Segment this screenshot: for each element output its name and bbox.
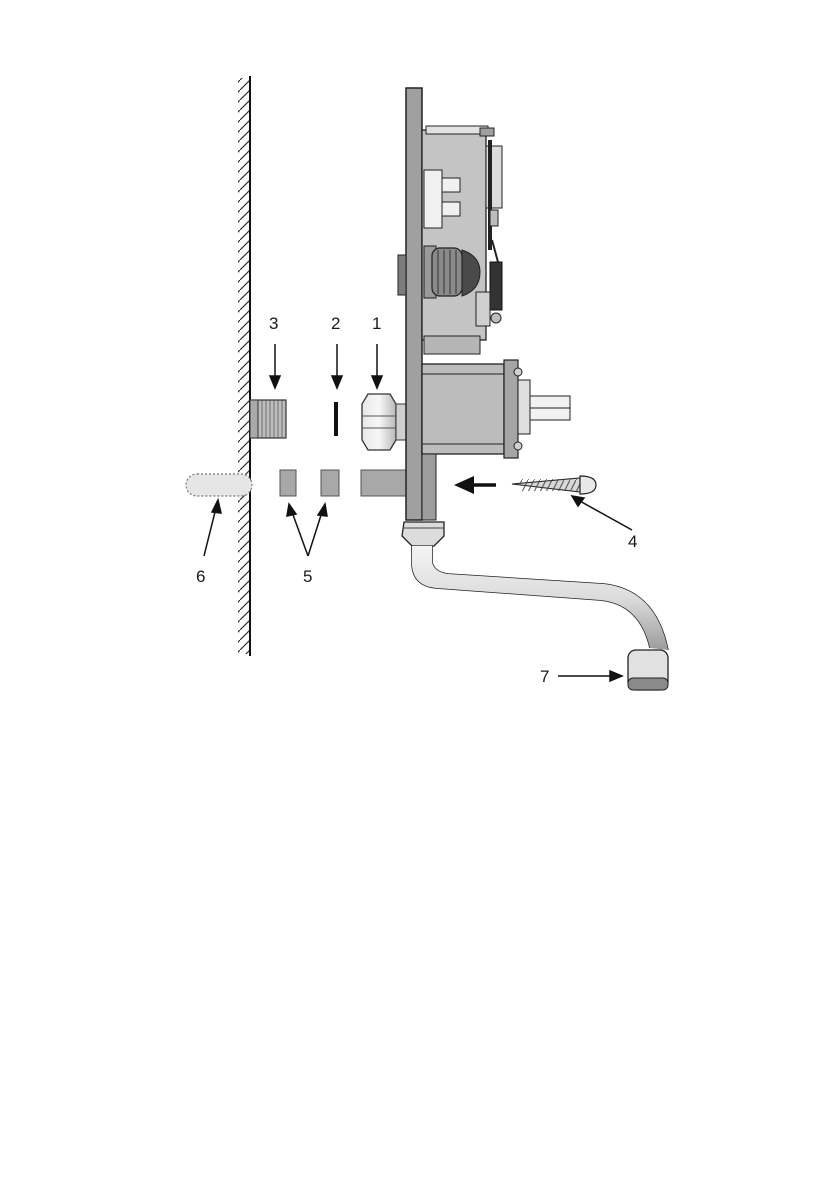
callout-label-4: 4 (628, 532, 637, 551)
wall-plugs (280, 470, 407, 496)
seal-washer (334, 402, 338, 436)
callout-label-1: 1 (372, 314, 381, 333)
callout-label-3: 3 (269, 314, 278, 333)
wall-pipe-stub (186, 474, 252, 496)
threaded-nipple (250, 400, 286, 438)
mounting-screw (512, 476, 596, 494)
mounting-plate (398, 88, 422, 520)
callout-label-7: 7 (540, 667, 549, 686)
union-nut (362, 394, 406, 450)
callout-label-2: 2 (331, 314, 340, 333)
callout-label-5: 5 (303, 567, 312, 586)
callout-label-6: 6 (196, 567, 205, 586)
wall (238, 76, 250, 656)
valve-body (422, 360, 570, 520)
electronics-housing (422, 126, 502, 354)
direction-arrow (454, 476, 496, 494)
